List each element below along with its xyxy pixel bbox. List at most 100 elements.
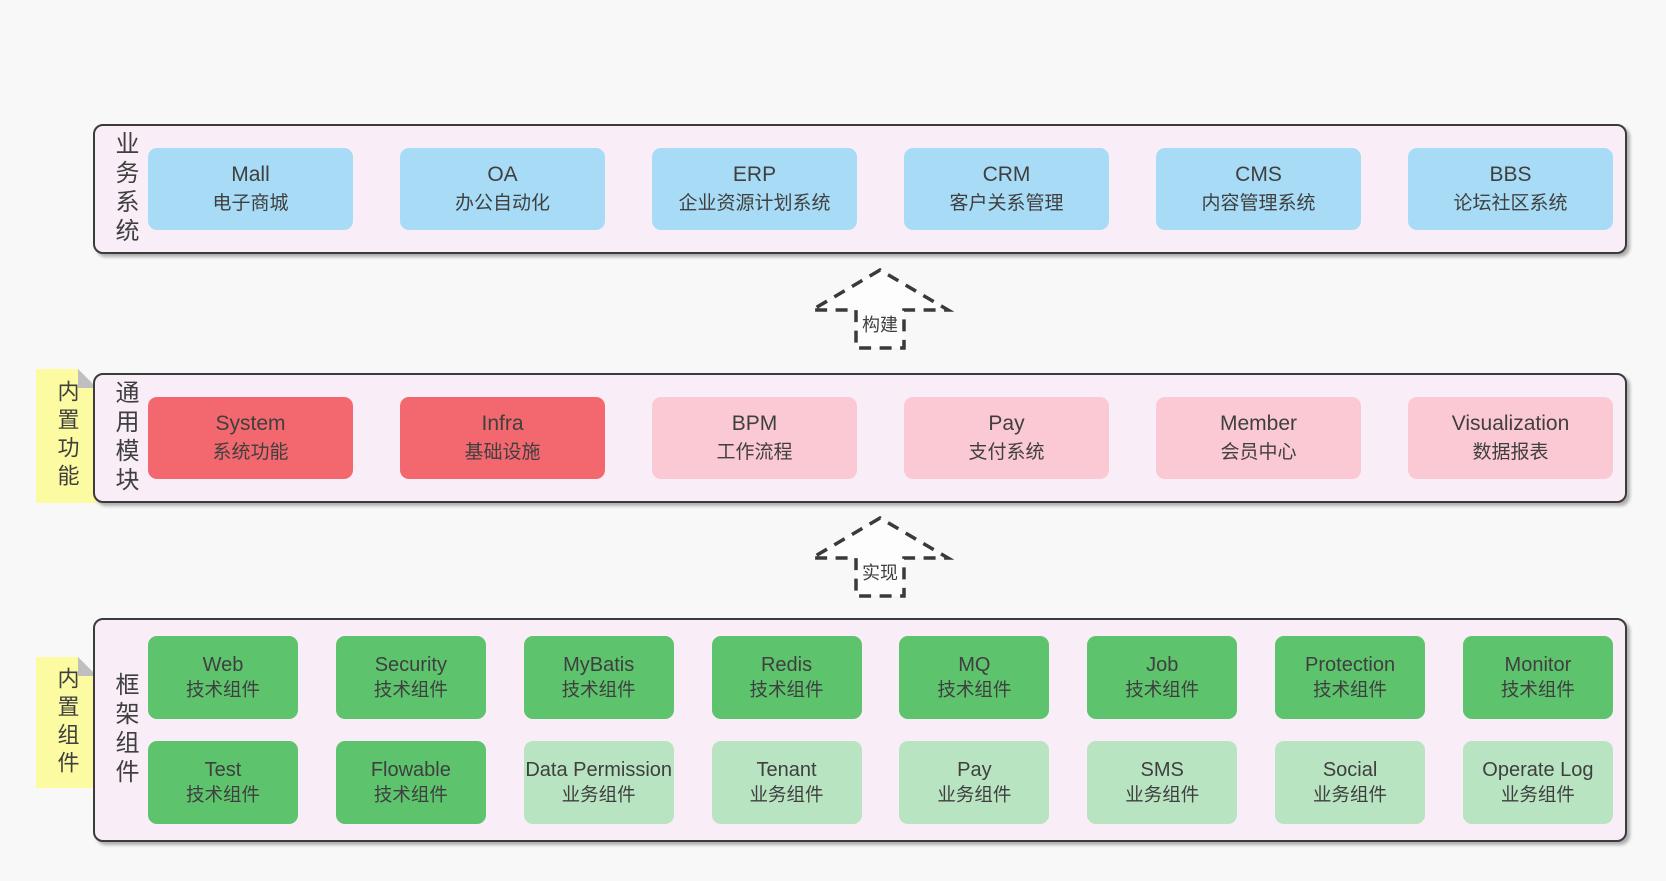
box-member: Member 会员中心 [1156,397,1361,479]
box-title: System [215,412,286,435]
box-data-permission: Data Permission 业务组件 [523,741,674,824]
section-label: 业务系统 [111,131,138,247]
box-subtitle: 论坛社区系统 [1453,193,1568,215]
box-title: Pay [988,412,1025,435]
box-title: Visualization [1451,412,1570,435]
box-title: MQ [958,654,991,677]
box-mq: MQ 技术组件 [899,636,1050,719]
box-subtitle: 支付系统 [968,442,1045,464]
box-subtitle: 业务组件 [937,784,1012,806]
box-security: Security 技术组件 [335,636,486,719]
box-bpm: BPM 工作流程 [652,397,857,479]
box-title: CMS [1235,163,1282,186]
box-subtitle: 电子商城 [212,193,289,215]
box-title: Data Permission [525,759,673,782]
box-title: Test [204,759,242,782]
box-infra: Infra 基础设施 [400,397,605,479]
section-business-systems: 业务系统 Mall 电子商城 OA 办公自动化 ERP 企业资源计划系统 CRM… [93,124,1627,254]
box-title: BPM [731,412,778,435]
box-subtitle: 数据报表 [1472,442,1549,464]
box-job: Job 技术组件 [1087,636,1238,719]
box-cms: CMS 内容管理系统 [1156,148,1361,230]
section-label: 通用模块 [111,380,138,496]
box-sms: SMS 业务组件 [1087,741,1238,824]
box-flowable: Flowable 技术组件 [335,741,486,824]
box-title: Redis [760,654,813,677]
sticky-note-built-in-features: 内置功能 [36,369,97,503]
box-title: OA [487,163,518,186]
sticky-note-built-in-components: 内置组件 [36,657,97,788]
box-title: Mall [231,163,270,186]
box-subtitle: 基础设施 [464,442,541,464]
box-social: Social 业务组件 [1275,741,1426,824]
box-subtitle: 系统功能 [212,442,289,464]
box-title: Protection [1305,654,1396,677]
box-pay-business: Pay 业务组件 [899,741,1050,824]
box-visualization: Visualization 数据报表 [1408,397,1613,479]
dashed-up-arrow-icon [806,515,954,598]
box-title: Security [374,654,447,677]
box-title: Flowable [370,759,451,782]
box-title: Operate Log [1482,759,1594,782]
arrow-label: 构建 [859,310,901,338]
box-mybatis: MyBatis 技术组件 [523,636,674,719]
box-pay: Pay 支付系统 [904,397,1109,479]
box-subtitle: 技术组件 [749,679,824,701]
box-mall: Mall 电子商城 [148,148,353,230]
box-crm: CRM 客户关系管理 [904,148,1109,230]
box-tenant: Tenant 业务组件 [711,741,862,824]
box-subtitle: 技术组件 [373,679,448,701]
sticky-note-label: 内置组件 [54,666,80,779]
box-subtitle: 技术组件 [185,679,260,701]
framework-row-1: Web 技术组件 Security 技术组件 MyBatis 技术组件 Redi… [148,636,1613,719]
box-title: BBS [1489,163,1532,186]
box-system: System 系统功能 [148,397,353,479]
box-title: ERP [732,163,777,186]
dashed-up-arrow-icon [806,267,954,350]
box-subtitle: 业务组件 [1125,784,1200,806]
up-arrow-implement: 实现 [806,514,954,600]
section-framework-components: 框架组件 Web 技术组件 Security 技术组件 MyBatis 技术组件… [93,618,1627,842]
arrow-label: 实现 [859,558,901,586]
up-arrow-build: 构建 [806,266,954,352]
box-subtitle: 业务组件 [1500,784,1575,806]
box-protection: Protection 技术组件 [1275,636,1426,719]
box-title: Member [1219,412,1298,435]
box-title: Pay [957,759,992,782]
box-title: CRM [982,163,1031,186]
box-title: MyBatis [563,654,635,677]
box-title: Web [202,654,244,677]
box-operate-log: Operate Log 业务组件 [1462,741,1613,824]
box-subtitle: 企业资源计划系统 [678,193,831,215]
box-bbs: BBS 论坛社区系统 [1408,148,1613,230]
section-common-modules: 通用模块 System 系统功能 Infra 基础设施 BPM 工作流程 Pay… [93,373,1627,503]
box-subtitle: 业务组件 [749,784,824,806]
box-erp: ERP 企业资源计划系统 [652,148,857,230]
sticky-note-label: 内置功能 [54,380,80,492]
business-systems-row: Mall 电子商城 OA 办公自动化 ERP 企业资源计划系统 CRM 客户关系… [148,148,1613,230]
box-subtitle: 办公自动化 [454,193,550,215]
box-title: Tenant [756,759,817,782]
box-web: Web 技术组件 [148,636,298,719]
box-title: Job [1146,654,1179,677]
box-monitor: Monitor 技术组件 [1462,636,1613,719]
box-subtitle: 技术组件 [1125,679,1200,701]
box-subtitle: 技术组件 [1313,679,1388,701]
box-subtitle: 业务组件 [1313,784,1388,806]
box-subtitle: 技术组件 [937,679,1012,701]
box-test: Test 技术组件 [148,741,298,824]
box-subtitle: 业务组件 [561,784,636,806]
box-subtitle: 客户关系管理 [949,193,1064,215]
box-subtitle: 技术组件 [185,784,260,806]
box-title: Infra [481,412,524,435]
box-subtitle: 工作流程 [716,442,793,464]
box-subtitle: 技术组件 [373,784,448,806]
box-subtitle: 内容管理系统 [1201,193,1316,215]
box-title: Monitor [1504,654,1572,677]
section-label: 框架组件 [111,672,138,788]
box-subtitle: 会员中心 [1220,442,1297,464]
box-subtitle: 技术组件 [1500,679,1575,701]
box-title: SMS [1140,759,1184,782]
box-oa: OA 办公自动化 [400,148,605,230]
